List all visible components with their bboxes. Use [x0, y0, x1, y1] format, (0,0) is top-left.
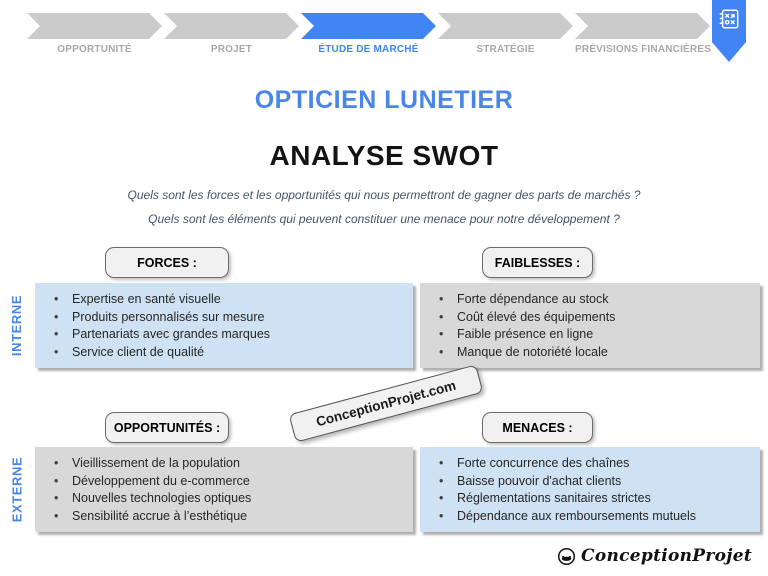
slide-main-title: ANALYSE SWOT [269, 140, 499, 171]
swot-item: Nouvelles technologies optiques [35, 490, 413, 508]
swot-item: Manque de notoriété locale [420, 344, 760, 362]
swot-item: Vieillissement de la population [35, 455, 413, 473]
watermark: ConceptionProjet.com [288, 364, 484, 443]
brand-name: ConceptionProjet [581, 546, 752, 566]
strategy-notebook-icon [719, 9, 739, 29]
menaces-list: Forte concurrence des chaînes Baisse pou… [420, 447, 760, 525]
faiblesses-label: FAIBLESSES : [482, 247, 593, 278]
nav-step-previsions-financieres[interactable]: PRÉVISIONS FINANCIÈRES [575, 13, 712, 55]
nav-chevron [301, 13, 436, 39]
process-nav: OPPORTUNITÉ PROJET ÉTUDE DE MARCHÉ STRAT… [27, 13, 712, 55]
faiblesses-box: Forte dépendance au stock Coût élevé des… [420, 283, 760, 368]
nav-step-label: PROJET [210, 44, 253, 55]
forces-label: FORCES : [105, 247, 229, 278]
swot-item: Réglementations sanitaires strictes [420, 490, 760, 508]
faiblesses-list: Forte dépendance au stock Coût élevé des… [420, 283, 760, 361]
nav-step-etude-de-marche[interactable]: ÉTUDE DE MARCHÉ [301, 13, 436, 55]
nav-step-label: ÉTUDE DE MARCHÉ [318, 44, 419, 55]
swot-item: Expertise en santé visuelle [35, 291, 413, 309]
swot-item: Sensibilité accrue à l’esthétique [35, 508, 413, 526]
nav-chevron [164, 13, 299, 39]
brand-footer: ConceptionProjet [557, 546, 752, 566]
slide-subject-title: OPTICIEN LUNETIER [254, 86, 514, 114]
menaces-label: MENACES : [482, 412, 593, 443]
nav-step-label: OPPORTUNITÉ [57, 44, 132, 55]
swot-item: Coût élevé des équipements [420, 309, 760, 327]
nav-chevron [27, 13, 162, 39]
bookmark-ribbon [712, 0, 746, 62]
nav-chevron [438, 13, 573, 39]
swot-item: Partenariats avec grandes marques [35, 326, 413, 344]
swot-item: Dépendance aux remboursements mutuels [420, 508, 760, 526]
opportunites-list: Vieillissement de la population Développ… [35, 447, 413, 525]
nav-step-opportunite[interactable]: OPPORTUNITÉ [27, 13, 162, 55]
nav-step-label: STRATÉGIE [476, 44, 535, 55]
swot-item: Forte dépendance au stock [420, 291, 760, 309]
swot-item: Faible présence en ligne [420, 326, 760, 344]
swot-item: Service client de qualité [35, 344, 413, 362]
axis-label-interne: INTERNE [9, 294, 25, 357]
nav-step-projet[interactable]: PROJET [164, 13, 299, 55]
nav-step-strategie[interactable]: STRATÉGIE [438, 13, 573, 55]
swot-item: Forte concurrence des chaînes [420, 455, 760, 473]
intro-question-2: Quels sont les éléments qui peuvent cons… [148, 212, 620, 226]
forces-list: Expertise en santé visuelle Produits per… [35, 283, 413, 361]
axis-interne: INTERNE [0, 283, 34, 368]
swot-item: Développement du e-commerce [35, 473, 413, 491]
intro-question-1: Quels sont les forces et les opportunité… [127, 188, 641, 202]
forces-box: Expertise en santé visuelle Produits per… [35, 283, 413, 368]
swot-item: Baisse pouvoir d'achat clients [420, 473, 760, 491]
nav-chevron [575, 13, 710, 39]
brand-logo-icon [557, 547, 576, 565]
axis-externe: EXTERNE [0, 447, 34, 532]
swot-item: Produits personnalisés sur mesure [35, 309, 413, 327]
opportunites-label: OPPORTUNITÉS : [105, 412, 229, 443]
opportunites-box: Vieillissement de la population Développ… [35, 447, 413, 532]
nav-step-label: PRÉVISIONS FINANCIÈRES [575, 44, 712, 55]
menaces-box: Forte concurrence des chaînes Baisse pou… [420, 447, 760, 532]
axis-label-externe: EXTERNE [9, 456, 25, 523]
